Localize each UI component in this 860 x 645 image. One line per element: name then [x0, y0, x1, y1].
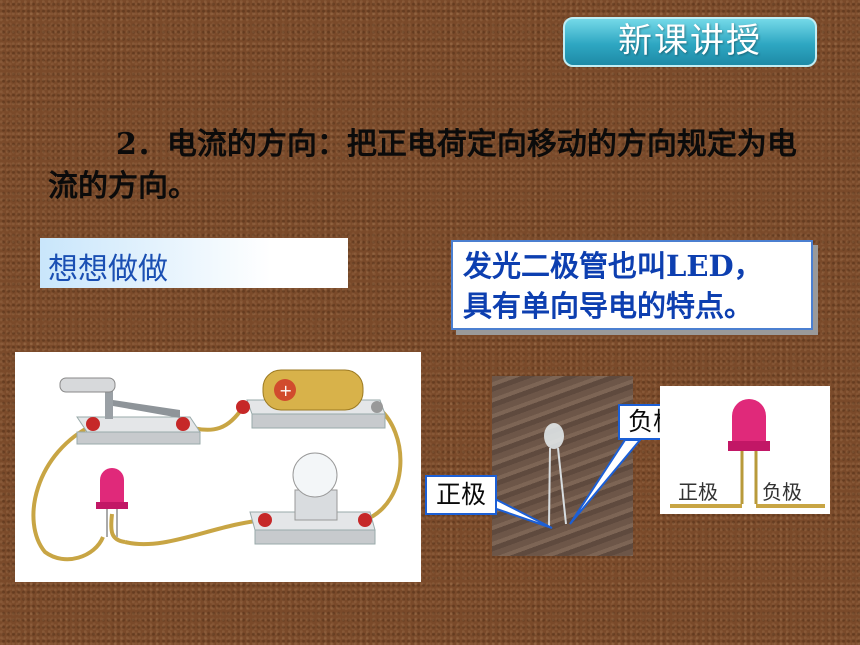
- led-note-line1: 发光二极管也叫LED，: [463, 249, 763, 283]
- led-diagram: 正极 负极: [660, 386, 830, 514]
- battery: +: [236, 369, 386, 429]
- switch: [59, 377, 201, 445]
- definition-paragraph: 2．电流的方向：把正电荷定向移动的方向规定为电流的方向。: [48, 127, 797, 204]
- positive-callout: 正极: [425, 475, 497, 515]
- led-photo-drawing: [544, 423, 567, 527]
- diagram-negative-label: 负极: [762, 480, 802, 504]
- callout-pointers: [482, 439, 643, 529]
- circuit-led: [96, 468, 128, 537]
- think-do-banner: 想想做做: [40, 238, 348, 288]
- circuit-diagram: +: [31, 369, 403, 562]
- svg-text:+: +: [279, 381, 292, 400]
- bulb: [249, 452, 376, 545]
- led-note-box: 发光二极管也叫LED， 具有单向导电的特点。: [451, 240, 813, 330]
- section-badge: 新课讲授: [563, 17, 817, 67]
- led-note-line2: 具有单向导电的特点。: [463, 289, 754, 323]
- circuit-illustration: +: [15, 352, 421, 582]
- think-do-label: 想想做做: [48, 252, 168, 287]
- diagram-positive-label: 正极: [678, 480, 718, 504]
- led-diagram-drawing: [670, 399, 825, 508]
